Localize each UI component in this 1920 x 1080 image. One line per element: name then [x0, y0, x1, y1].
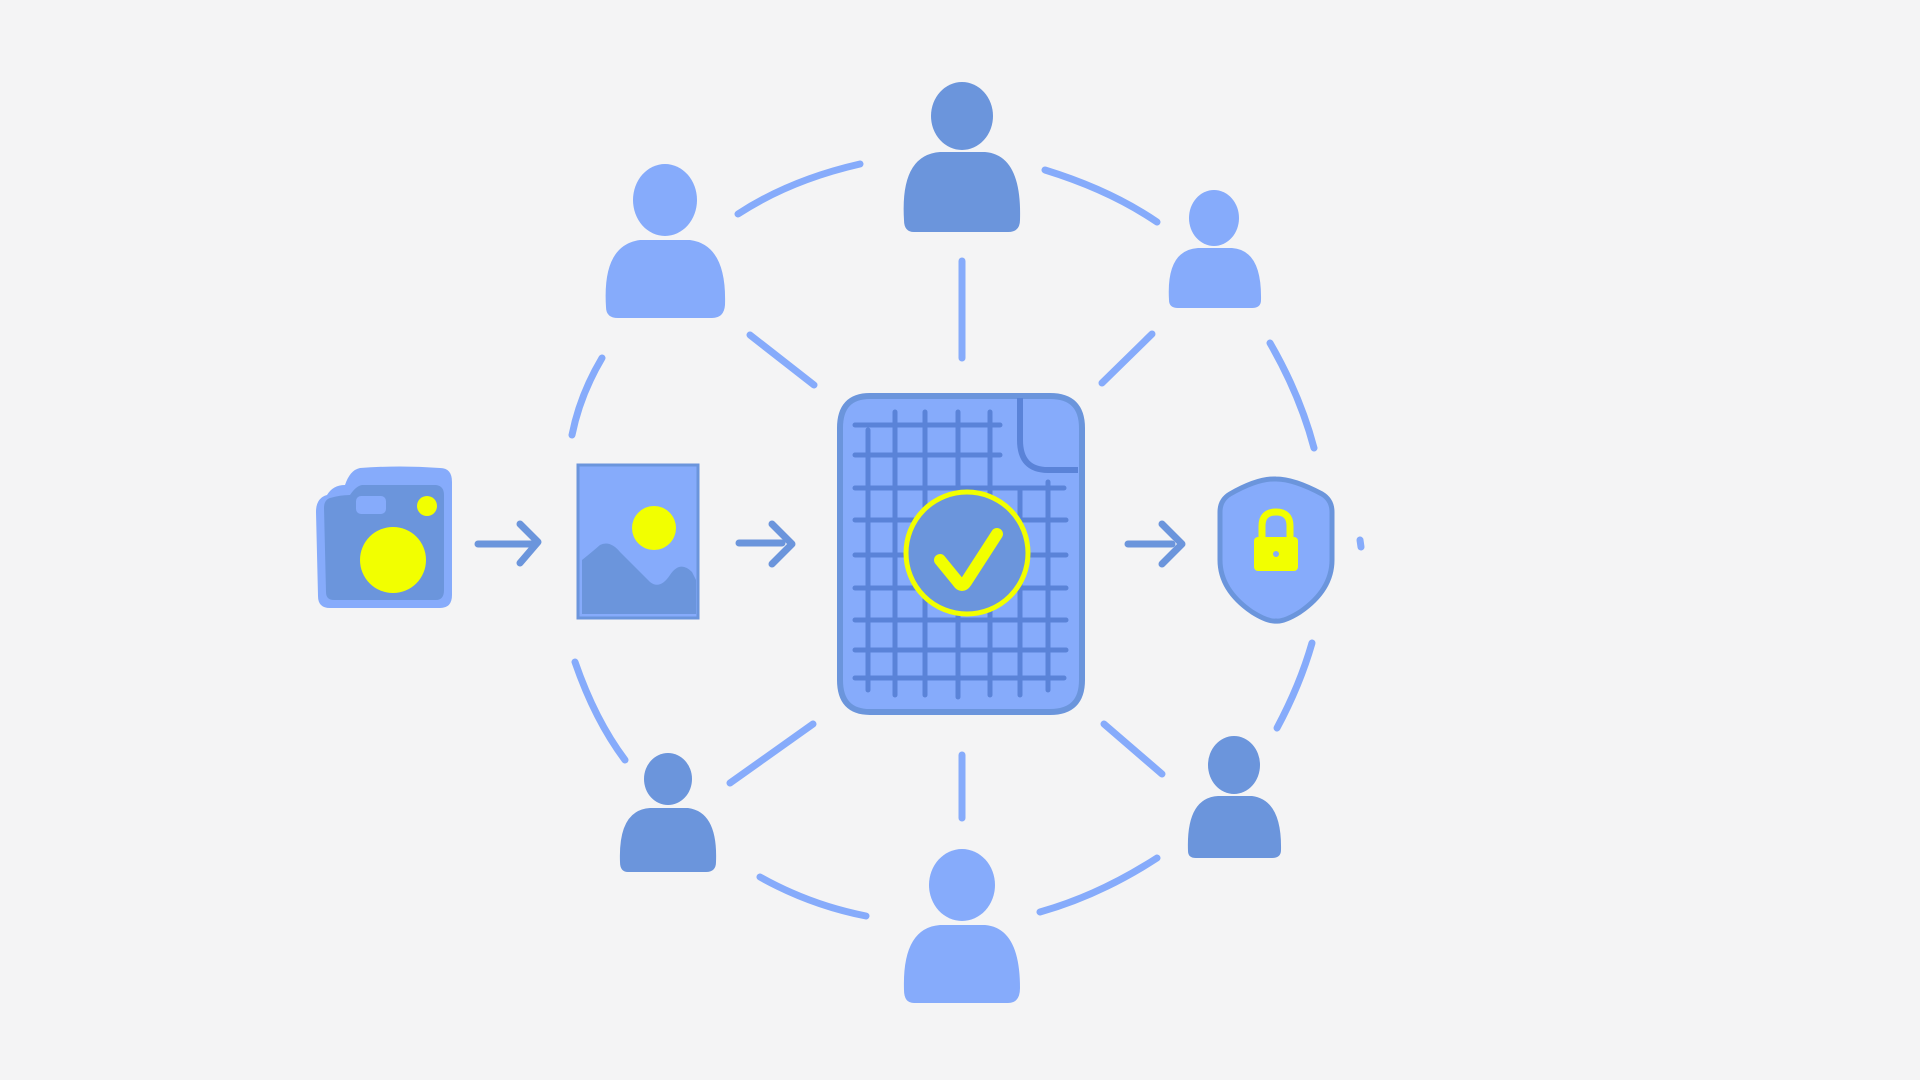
ring-segment	[1266, 339, 1318, 452]
spoke-bottom-right	[1100, 720, 1166, 778]
user-icon	[1168, 190, 1262, 308]
ring-segment	[1356, 536, 1365, 551]
check-circle-icon	[903, 489, 1031, 617]
spoke-top-left	[746, 331, 818, 389]
user-icon	[903, 82, 1021, 232]
image-icon	[576, 463, 700, 620]
ring-segment	[571, 658, 629, 764]
arrow-right-icon	[1124, 520, 1186, 568]
network-ring	[568, 160, 1365, 920]
user-icon	[605, 164, 726, 318]
user-icon	[1187, 736, 1282, 858]
spoke-bottom-left	[726, 720, 817, 787]
network-spokes	[726, 257, 1166, 822]
spoke-top-right	[1098, 330, 1156, 387]
camera-icon	[316, 466, 452, 608]
ring-segment	[1273, 639, 1316, 732]
ring-segment	[568, 354, 606, 439]
ring-segment	[1041, 166, 1161, 226]
user-icon	[903, 849, 1020, 1003]
arrow-right-icon	[474, 520, 542, 567]
ring-segment	[1036, 854, 1161, 916]
user-icon	[619, 753, 717, 872]
arrow-right-icon	[735, 520, 796, 568]
ring-segment	[734, 160, 864, 218]
ring-segment	[756, 873, 870, 920]
shield-lock-icon	[1217, 476, 1335, 624]
